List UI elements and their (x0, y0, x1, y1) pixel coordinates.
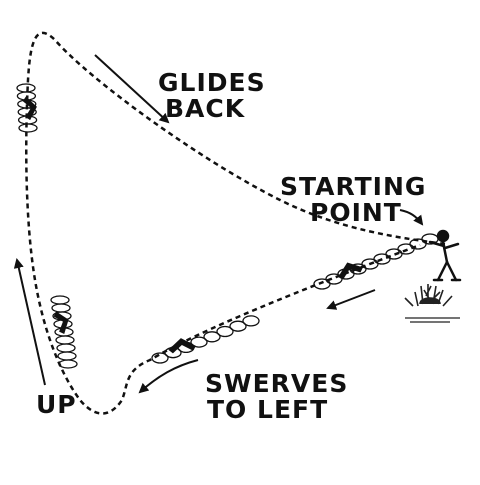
glides-back-arrow (94, 54, 170, 124)
up-arrow (13, 258, 46, 386)
boomerang-icon (53, 311, 69, 334)
swerves-label-line2: TO LEFT (207, 395, 329, 424)
spin-ellipse (229, 320, 247, 332)
flight-path (25, 31, 446, 415)
spin-ellipse (216, 325, 234, 338)
spin-ellipse (242, 315, 260, 327)
spin-ellipse (18, 123, 38, 133)
spin-ellipse (50, 295, 70, 305)
spin-ellipse (56, 343, 76, 353)
spin-ellipse (58, 359, 78, 369)
grass-bush-icon (404, 284, 460, 323)
spin-ellipse (57, 351, 77, 361)
boomerang-icon (22, 96, 37, 121)
spin-ellipse (151, 352, 169, 364)
spin-ellipse (51, 303, 71, 313)
spin-ellipse (55, 335, 75, 345)
spin-ellipse (190, 336, 208, 348)
boomerang-icon (168, 338, 197, 354)
starting-point-label-line1: STARTING (280, 172, 427, 201)
spin-ellipse (16, 83, 36, 93)
spin-ellipse (203, 331, 221, 343)
spin-ellipse (313, 278, 331, 290)
return-arrow (326, 289, 376, 310)
boomerang-spin-trail (16, 83, 439, 369)
swerves-arrow (138, 359, 199, 394)
glides-label-line2: BACK (165, 94, 246, 123)
start-pointer-arrow (399, 209, 424, 226)
up-label: UP (36, 390, 77, 419)
swerves-label-line1: SWERVES (205, 369, 349, 398)
thrower-figure-icon (428, 229, 462, 282)
starting-point-label-line2: POINT (310, 198, 402, 227)
glides-label-line1: GLIDES (158, 68, 266, 97)
boomerang-icon (338, 262, 363, 279)
